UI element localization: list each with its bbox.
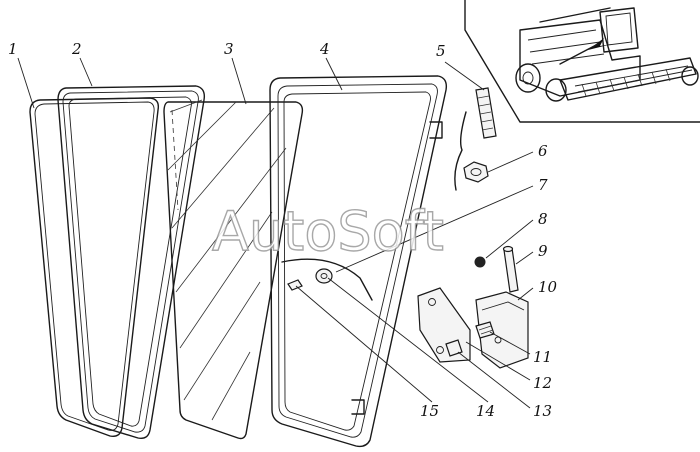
callout-4: 4 [319, 40, 330, 58]
callout-1: 1 [8, 40, 18, 58]
callout-labels: 1 2 3 4 5 6 7 8 9 10 11 12 13 14 15 [8, 40, 558, 420]
inset-border [464, 0, 700, 123]
part-7-roller [315, 268, 333, 284]
callout-6: 6 [538, 142, 548, 160]
part-15-screw [287, 279, 303, 291]
callout-2: 2 [71, 40, 82, 58]
callout-11: 11 [533, 348, 552, 366]
part-9-pin [502, 245, 519, 293]
callout-5: 5 [436, 42, 446, 60]
part-1-seal [29, 97, 160, 438]
callout-12: 12 [533, 374, 552, 392]
callout-9: 9 [538, 242, 548, 260]
watermark-text: AutoSoft [212, 200, 444, 263]
callout-8: 8 [538, 210, 548, 228]
part-10-hinge [475, 291, 529, 369]
part-6-nut [454, 111, 489, 191]
callout-15: 15 [420, 402, 439, 420]
combine-harvester-icon [515, 7, 699, 102]
inset-panel [464, 0, 700, 123]
part-4-door-frame [269, 75, 448, 448]
leader-lines [17, 57, 534, 409]
callout-3: 3 [224, 40, 234, 58]
part-3-glass [163, 99, 304, 440]
callout-7: 7 [538, 176, 548, 194]
callout-13: 13 [533, 402, 552, 420]
part-11-screw [475, 321, 495, 339]
callout-10: 10 [538, 278, 558, 296]
callout-14: 14 [476, 402, 495, 420]
part-8-ball [474, 256, 486, 268]
part-2-gasket [57, 85, 206, 440]
part-5-stud [475, 87, 497, 139]
